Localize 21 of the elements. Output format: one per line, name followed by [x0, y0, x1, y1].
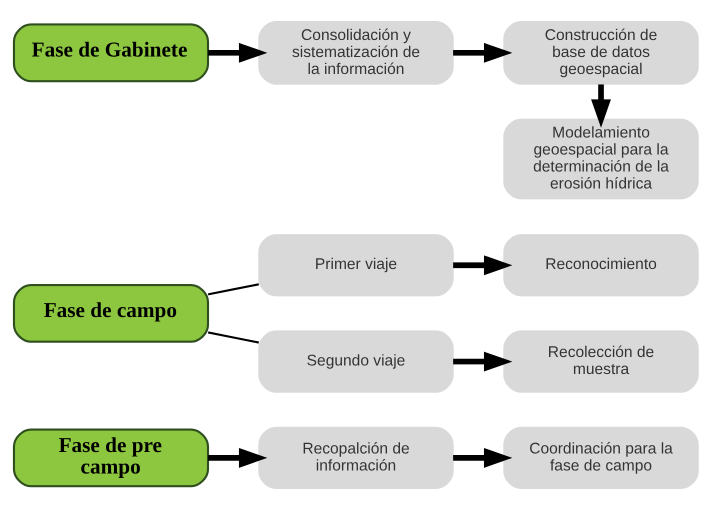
node-box: Primer viaje	[258, 234, 454, 296]
arrow	[208, 448, 268, 468]
node-box: Fase de pre campo	[12, 428, 210, 488]
arrow	[453, 42, 512, 63]
node-box: Fase de campo	[12, 284, 210, 343]
node-box: Coordinación para la fase de campo	[503, 426, 699, 490]
arrow	[208, 42, 268, 63]
node-box: Reconocimiento	[503, 234, 699, 296]
arrow	[453, 255, 512, 276]
arrow	[453, 352, 512, 372]
node-box: Fase de Gabinete	[12, 23, 210, 82]
node-box: Recolección de muestra	[503, 330, 699, 393]
node-box: Consolidación y sistematización de la información	[258, 20, 454, 85]
connector	[208, 331, 259, 344]
node-box: Recopalción de información	[258, 426, 454, 490]
arrow	[591, 84, 611, 128]
node-box: Modelamiento geoespacial para la determinación de la erosión hídrica	[503, 118, 699, 200]
arrow	[453, 448, 512, 468]
node-box: Construcción de base de datos geoespacial	[503, 20, 699, 85]
node-box: Segundo viaje	[258, 330, 454, 393]
connector	[208, 283, 259, 296]
